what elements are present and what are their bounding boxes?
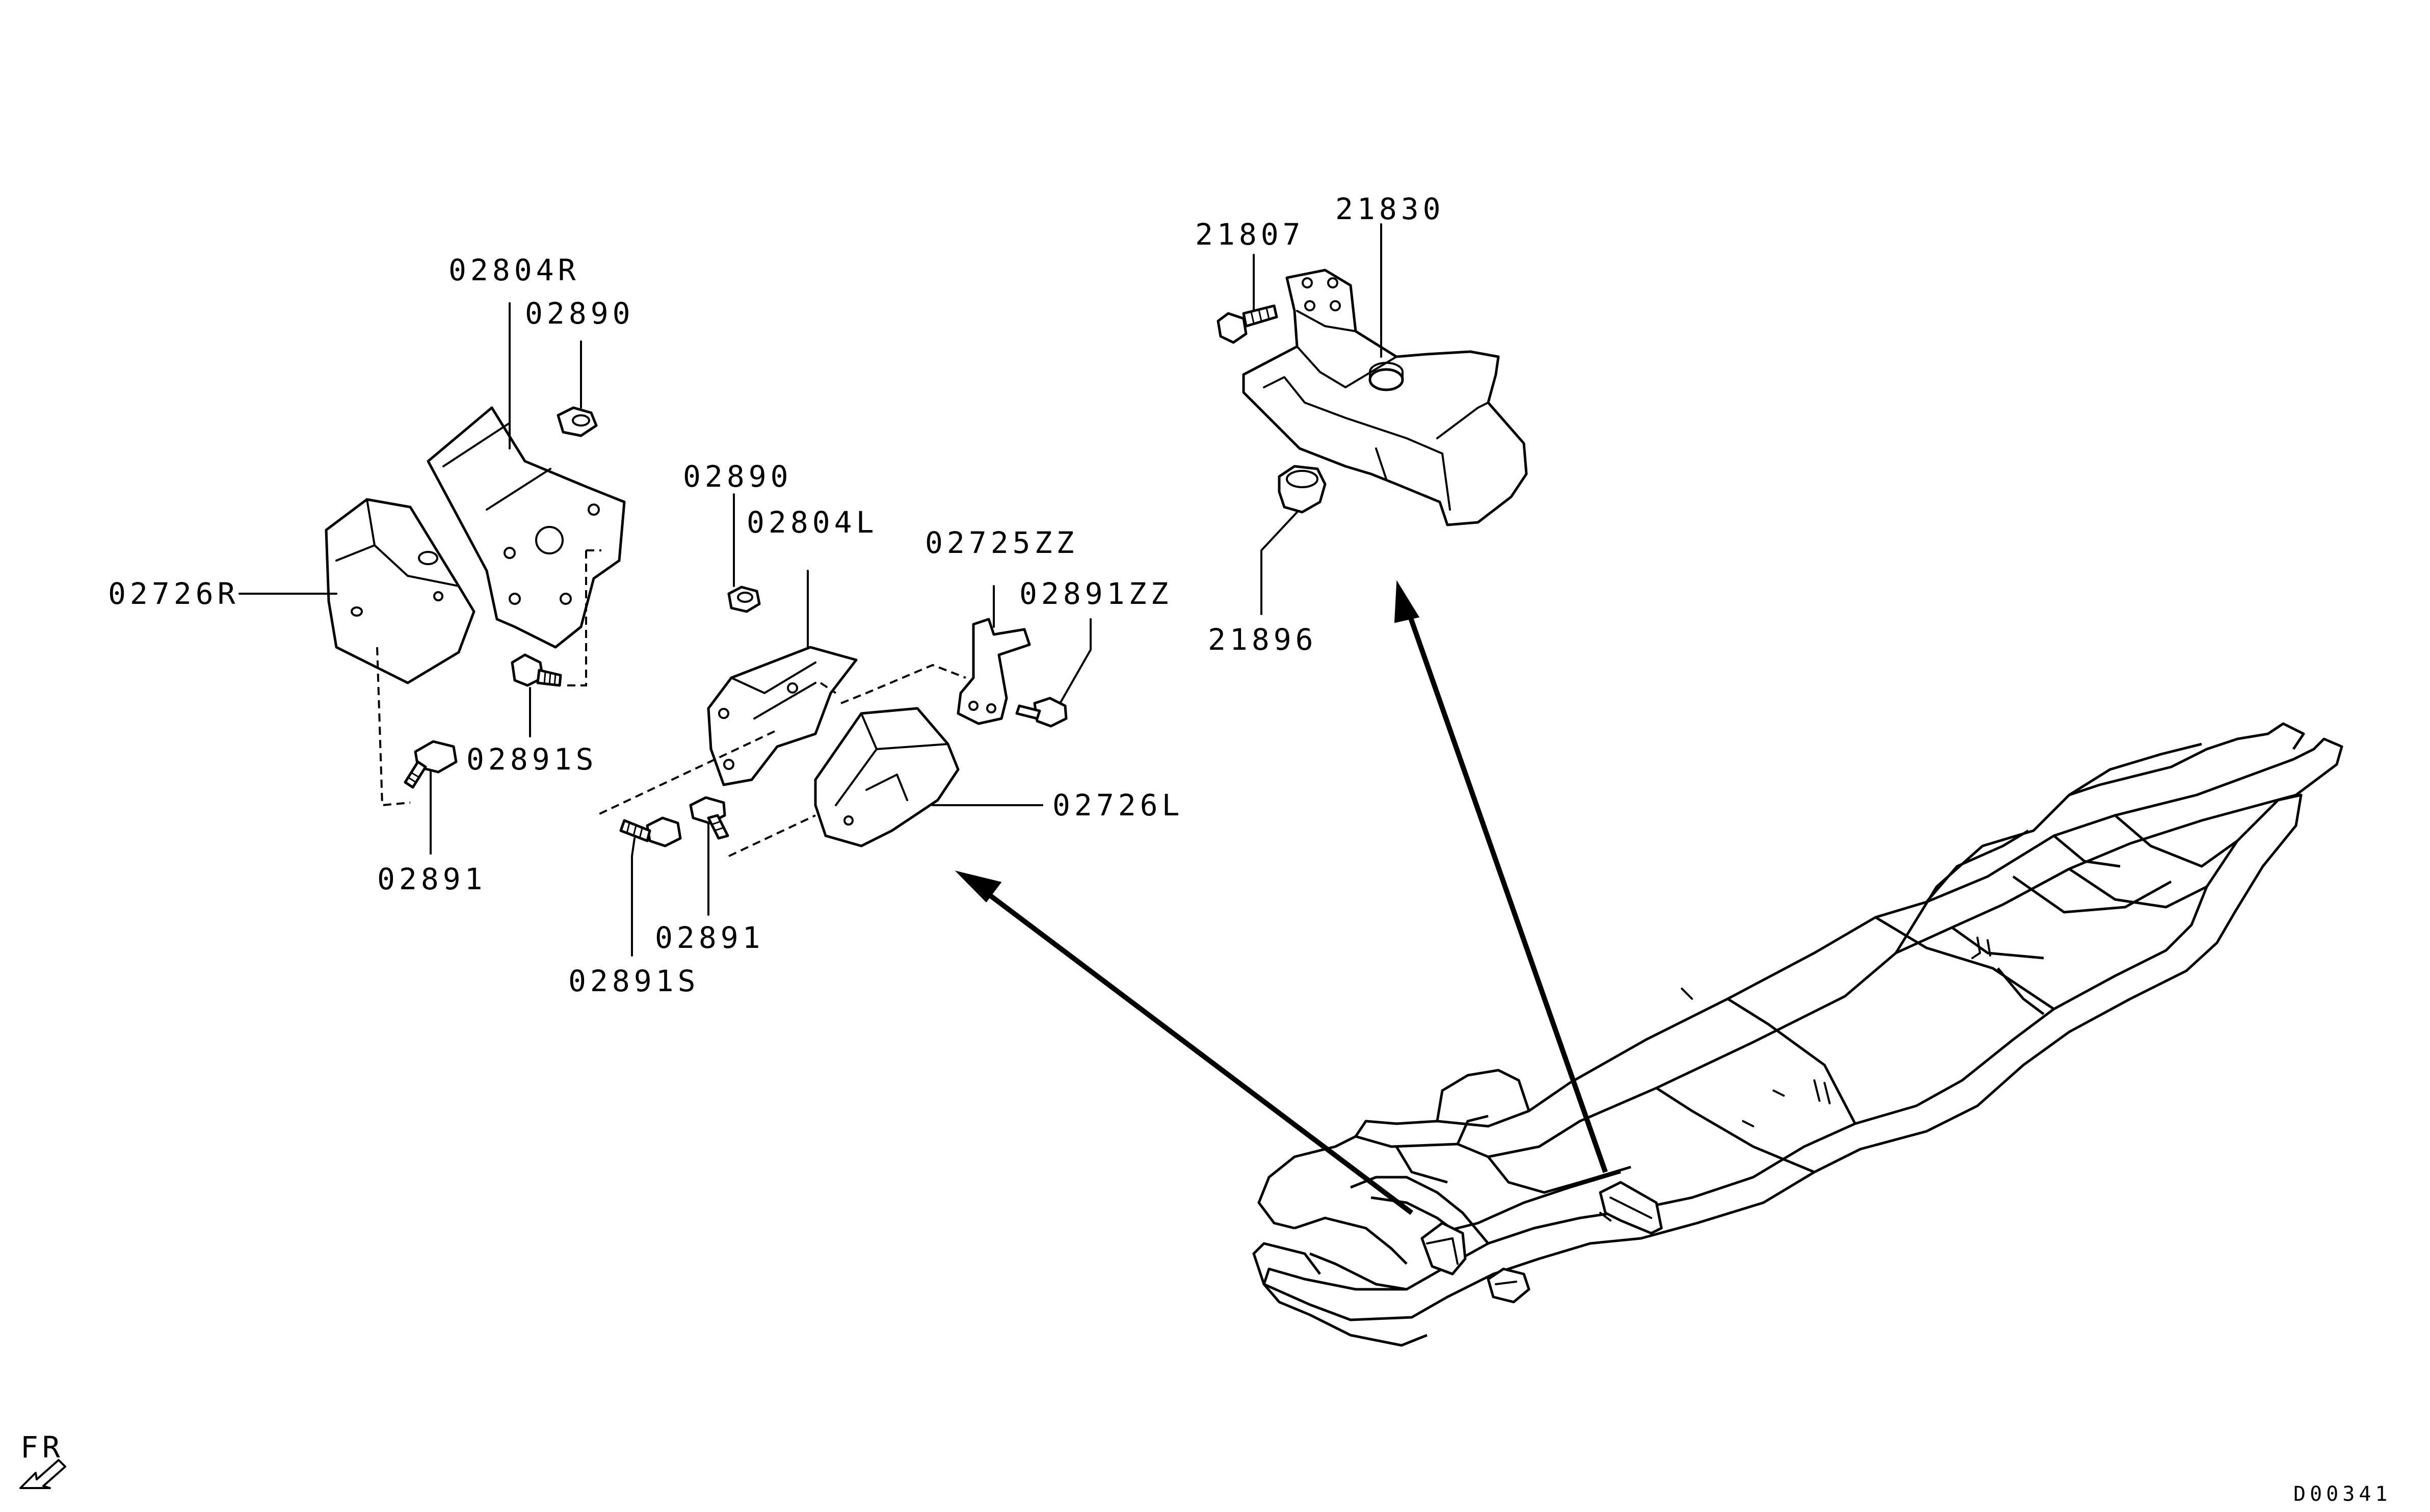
frame-mount-left — [1420, 1222, 1467, 1276]
label-21807: 21807 — [1195, 217, 1305, 252]
label-21896: 21896 — [1208, 622, 1317, 657]
bolt-02891ZZ — [1015, 697, 1068, 728]
label-02890-left: 02890 — [683, 459, 793, 494]
label-02725ZZ: 02725ZZ — [925, 525, 1078, 560]
label-02891-right: 02891 — [377, 862, 487, 896]
arrow-to-engine-mounts — [976, 885, 1414, 1215]
rubber-stopper — [1368, 368, 1404, 391]
front-arrow-icon — [19, 1459, 66, 1489]
frame-transmission-mount — [1599, 1181, 1663, 1235]
nut-02890-right — [557, 406, 598, 437]
locator-arrows — [955, 580, 1608, 1215]
label-02891ZZ: 02891ZZ — [1019, 576, 1172, 611]
frame-mount-right — [1487, 1267, 1530, 1304]
bolt-02891S-left — [619, 816, 682, 847]
bracket-02725ZZ — [957, 618, 1031, 725]
insulator-02726L — [814, 707, 960, 847]
nut-21896 — [1278, 465, 1327, 514]
label-02891S-left: 02891S — [568, 964, 700, 998]
label-21830: 21830 — [1335, 192, 1445, 226]
part-labels: 02804R 02890 02726R 02891S 02891 02890 0… — [20, 192, 2392, 1506]
bolt-02891-left — [689, 796, 729, 840]
bracket-02804R — [427, 406, 626, 649]
label-02890-right: 02890 — [525, 296, 635, 331]
label-02891S-right: 02891S — [466, 742, 598, 777]
bracket-02804L — [707, 646, 858, 786]
bolt-02891S-right — [511, 653, 562, 687]
nut-02890-left — [727, 586, 761, 613]
front-direction-indicator — [19, 1459, 66, 1489]
arrow-to-transmission-mount — [1404, 605, 1608, 1173]
label-02891-left: 02891 — [655, 920, 764, 955]
label-02804R: 02804R — [448, 253, 580, 287]
vehicle-frame — [1252, 722, 2343, 1347]
bolt-02891-right — [404, 740, 458, 789]
label-02804L: 02804L — [747, 505, 878, 540]
transmission-mount-group — [1217, 223, 1528, 615]
label-02726L: 02726L — [1052, 788, 1184, 823]
diagram-code: D00341 — [2293, 1482, 2392, 1506]
label-front-direction: FR — [20, 1430, 64, 1465]
label-02726R: 02726R — [108, 576, 240, 611]
engine-mount-left-group — [596, 493, 1092, 957]
bolt-21807 — [1217, 304, 1278, 344]
engine-mount-right-group — [239, 302, 626, 855]
insulator-02726R — [325, 498, 476, 684]
crossmember-bracket-21830 — [1242, 269, 1528, 526]
